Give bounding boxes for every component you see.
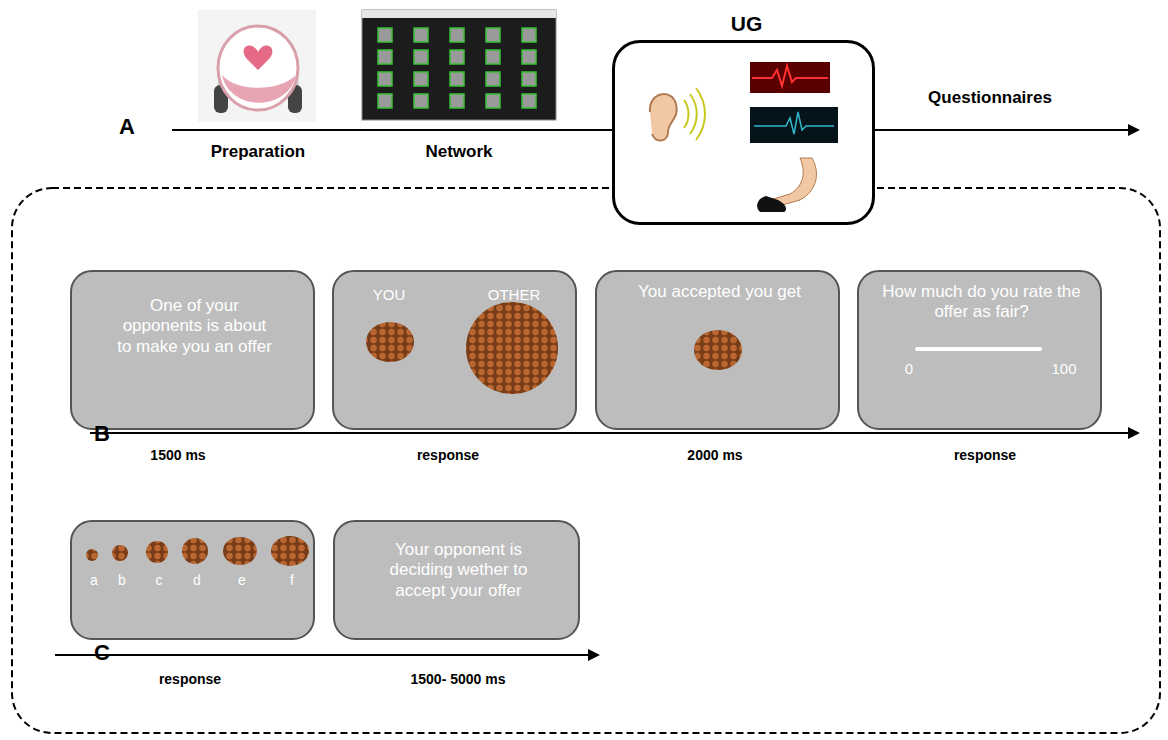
box-text: a bbox=[84, 572, 104, 589]
screen-box: abc d e f bbox=[70, 520, 315, 640]
text-slot: 100 bbox=[1042, 360, 1086, 378]
text-slot: d bbox=[187, 572, 207, 589]
timing-label: response bbox=[90, 671, 290, 688]
text-slot: response bbox=[885, 447, 1085, 464]
text-slot: a bbox=[84, 572, 104, 589]
box-text: 100 bbox=[1042, 360, 1086, 378]
doppler-illustration bbox=[198, 10, 316, 122]
coin-pile bbox=[146, 541, 168, 563]
box-text: OTHER bbox=[464, 286, 564, 304]
box-text: d bbox=[187, 572, 207, 589]
stage-label: Questionnaires bbox=[890, 88, 1090, 108]
box-text: c bbox=[149, 572, 169, 589]
box-text: Your opponent is deciding wether to acce… bbox=[363, 540, 554, 601]
text-slot: A bbox=[27, 114, 227, 140]
screen-box: One of your opponents is about to make y… bbox=[70, 270, 315, 430]
coin-pile bbox=[182, 538, 208, 564]
leg-icon bbox=[757, 158, 816, 212]
coin-pile bbox=[223, 537, 257, 565]
stage-label: Network bbox=[359, 142, 559, 162]
box-text: 0 bbox=[897, 360, 921, 378]
box-text: e bbox=[232, 572, 252, 589]
coin-pile bbox=[112, 545, 128, 561]
coin-pile bbox=[366, 322, 414, 362]
network-screenshot bbox=[362, 10, 556, 120]
coin-pile bbox=[271, 536, 309, 566]
text-slot: Preparation bbox=[158, 142, 358, 162]
timing-label: 1500 ms bbox=[78, 447, 278, 464]
screen-box: Your opponent is deciding wether to acce… bbox=[333, 520, 580, 640]
box-text: How much do you rate the offer as fair? bbox=[874, 282, 1089, 323]
box-text: UG bbox=[615, 11, 878, 36]
heartbeat-dark bbox=[750, 107, 838, 143]
text-slot: UG bbox=[615, 11, 878, 36]
text-slot: One of your opponents is about to make y… bbox=[117, 296, 272, 357]
text-slot: Your opponent is deciding wether to acce… bbox=[363, 540, 554, 601]
text-slot: response bbox=[348, 447, 548, 464]
timing-label: response bbox=[885, 447, 1085, 464]
text-slot: Network bbox=[359, 142, 559, 162]
coin-pile bbox=[86, 549, 98, 561]
panel-letter: B bbox=[2, 421, 202, 447]
text-slot: f bbox=[282, 572, 302, 589]
timing-label: 1500- 5000 ms bbox=[358, 671, 558, 688]
box-text: f bbox=[282, 572, 302, 589]
ear-icon bbox=[650, 88, 705, 141]
text-slot: YOU bbox=[354, 286, 424, 304]
text-slot: b bbox=[112, 572, 132, 589]
text-slot: 2000 ms bbox=[615, 447, 815, 464]
text-slot: How much do you rate the offer as fair? bbox=[874, 282, 1089, 323]
text-slot: e bbox=[232, 572, 252, 589]
timing-label: 2000 ms bbox=[615, 447, 815, 464]
text-slot: 0 bbox=[897, 360, 921, 378]
coin-pile bbox=[466, 302, 558, 394]
text-slot: B bbox=[2, 421, 202, 447]
text-slot: response bbox=[90, 671, 290, 688]
panel-letter: A bbox=[27, 114, 227, 140]
dashed-region bbox=[12, 188, 1160, 733]
box-text: YOU bbox=[354, 286, 424, 304]
text-slot: c bbox=[149, 572, 169, 589]
panel-letter: C bbox=[2, 640, 202, 666]
heartbeat-red bbox=[750, 62, 830, 93]
text-slot: Questionnaires bbox=[890, 88, 1090, 108]
box-text: b bbox=[112, 572, 132, 589]
box-text: You accepted you get bbox=[637, 282, 802, 302]
box-text: One of your opponents is about to make y… bbox=[117, 296, 272, 357]
coin-pile bbox=[694, 330, 742, 370]
timeline-b bbox=[90, 432, 1138, 434]
rating-slider bbox=[917, 347, 1040, 351]
stage-label: Preparation bbox=[158, 142, 358, 162]
text-slot: OTHER bbox=[464, 286, 564, 304]
text-slot: 1500 ms bbox=[78, 447, 278, 464]
timing-label: response bbox=[348, 447, 548, 464]
text-slot: C bbox=[2, 640, 202, 666]
timeline-c bbox=[55, 654, 598, 656]
text-slot: 1500- 5000 ms bbox=[358, 671, 558, 688]
text-slot: You accepted you get bbox=[637, 282, 802, 302]
